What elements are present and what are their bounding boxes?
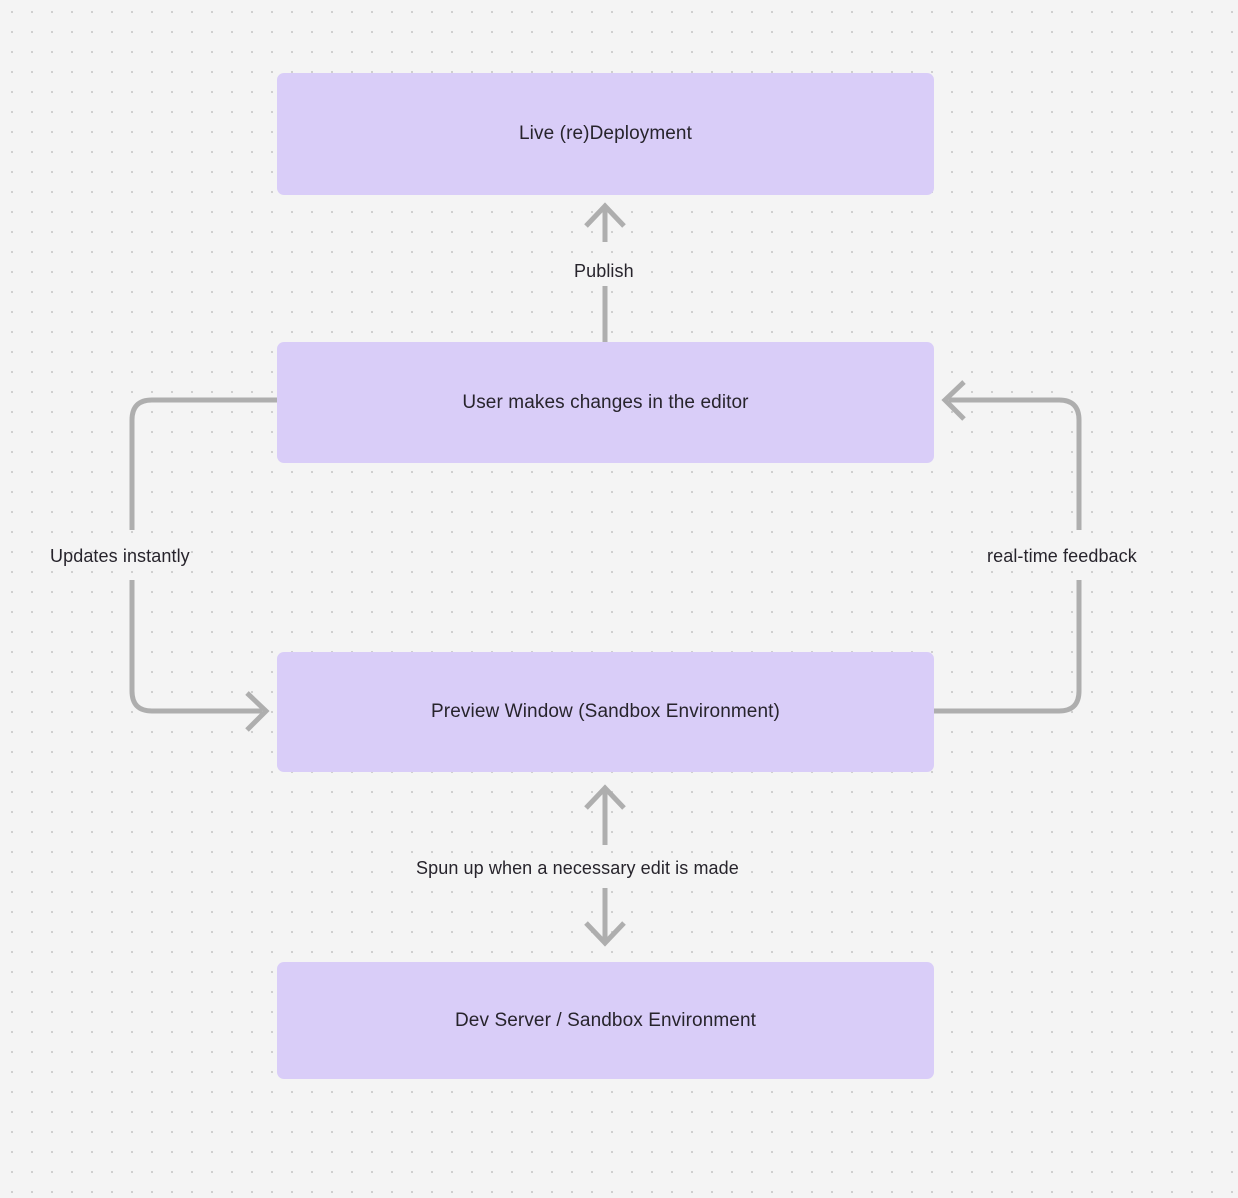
edge-label-updates-instantly: Updates instantly	[50, 546, 190, 566]
node-preview-window[interactable]: Preview Window (Sandbox Environment)	[277, 652, 934, 772]
node-label: Preview Window (Sandbox Environment)	[431, 701, 780, 723]
edge-label-spun-up: Spun up when a necessary edit is made	[410, 855, 745, 883]
node-dev-server[interactable]: Dev Server / Sandbox Environment	[277, 962, 934, 1079]
node-label: User makes changes in the editor	[462, 391, 749, 413]
edge-label-real-time-feedback: real-time feedback	[987, 546, 1137, 566]
node-label: Dev Server / Sandbox Environment	[454, 1009, 756, 1031]
node-user-makes-changes[interactable]: User makes changes in the editor	[277, 342, 934, 463]
edge-label-publish: Publish	[568, 258, 640, 286]
node-live-redeployment[interactable]: Live (re)Deployment	[277, 73, 934, 195]
node-label: Live (re)Deployment	[519, 123, 692, 145]
